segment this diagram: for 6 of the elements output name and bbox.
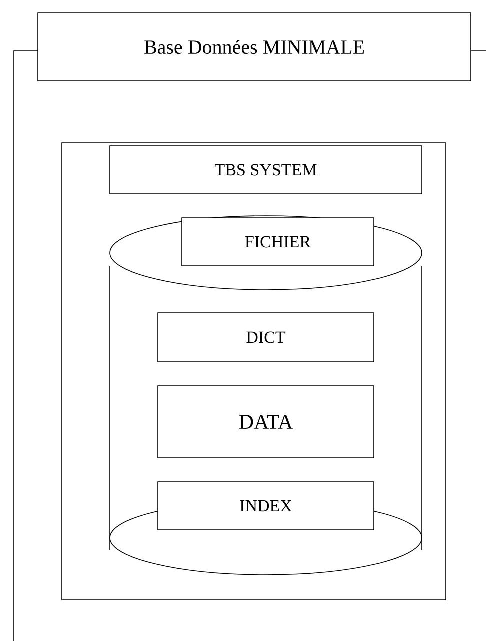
dictionary-box: DICT [158, 312, 374, 362]
file-box: FICHIER [182, 218, 374, 266]
system-box: TBS SYSTEM [110, 146, 422, 194]
container-box [62, 142, 446, 600]
index-box: INDEX [158, 482, 374, 530]
data-box: DATA [158, 386, 374, 458]
